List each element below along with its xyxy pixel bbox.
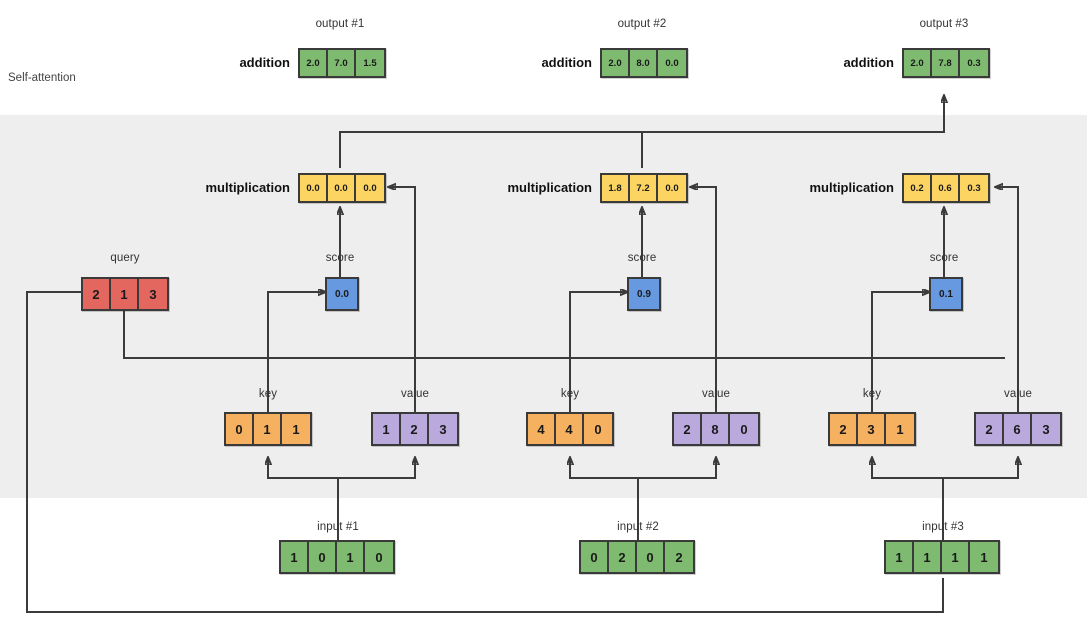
key-vector-3: 2 3 1 bbox=[828, 412, 916, 446]
output-cell: 1.5 bbox=[363, 57, 377, 69]
score-cell: 0.0 bbox=[335, 288, 349, 300]
input-cell: 0 bbox=[637, 542, 665, 572]
value-cell: 8 bbox=[702, 414, 730, 444]
score-cell: 0.9 bbox=[637, 288, 651, 300]
input-cell: 0 bbox=[309, 542, 337, 572]
input-cell: 0 bbox=[375, 549, 383, 565]
input-cell: 1 bbox=[337, 542, 365, 572]
input-cell: 1 bbox=[886, 542, 914, 572]
addition-label-3: addition bbox=[843, 55, 894, 70]
key-caption-1: key bbox=[258, 388, 278, 400]
output-cell: 7.8 bbox=[932, 50, 960, 76]
value-cell: 2 bbox=[976, 414, 1004, 444]
multiplication-cell: 0.2 bbox=[904, 175, 932, 201]
value-cell: 6 bbox=[1004, 414, 1032, 444]
multiplication-cell: 0.0 bbox=[665, 182, 679, 194]
output-cell: 2.0 bbox=[300, 50, 328, 76]
addition-label-1: addition bbox=[239, 55, 290, 70]
value-cell: 3 bbox=[1042, 421, 1050, 437]
score-vector-2: 0.9 bbox=[627, 277, 661, 311]
input-caption-3: input #3 bbox=[922, 521, 964, 533]
query-vector: 2 1 3 bbox=[81, 277, 169, 311]
score-cell: 0.1 bbox=[939, 288, 953, 300]
value-caption-2: value bbox=[702, 388, 730, 400]
input-cell: 1 bbox=[942, 542, 970, 572]
multiplication-cell: 0.0 bbox=[328, 175, 356, 201]
output-vector-3: 2.0 7.8 0.3 bbox=[902, 48, 990, 78]
key-cell: 0 bbox=[226, 414, 254, 444]
input-vector-3: 1 1 1 1 bbox=[884, 540, 1000, 574]
key-caption-3: key bbox=[862, 388, 882, 400]
query-caption: query bbox=[110, 252, 140, 264]
score-caption-1: score bbox=[325, 252, 355, 264]
multiplication-label-1: multiplication bbox=[205, 180, 291, 195]
query-cell: 2 bbox=[83, 279, 111, 309]
input-caption-2: input #2 bbox=[617, 521, 659, 533]
value-vector-1: 1 2 3 bbox=[371, 412, 459, 446]
multiplication-vector-3: 0.2 0.6 0.3 bbox=[902, 173, 990, 203]
output-cell: 7.0 bbox=[328, 50, 356, 76]
value-cell: 0 bbox=[740, 421, 748, 437]
value-caption-1: value bbox=[401, 388, 429, 400]
key-vector-1: 0 1 1 bbox=[224, 412, 312, 446]
output-cell: 0.3 bbox=[967, 57, 981, 69]
output-vector-2: 2.0 8.0 0.0 bbox=[600, 48, 688, 78]
key-cell: 4 bbox=[528, 414, 556, 444]
score-vector-1: 0.0 bbox=[325, 277, 359, 311]
output-caption-1: output #1 bbox=[315, 18, 365, 30]
input-cell: 1 bbox=[281, 542, 309, 572]
multiplication-cell: 1.8 bbox=[602, 175, 630, 201]
input-vector-1: 1 0 1 0 bbox=[279, 540, 395, 574]
value-cell: 1 bbox=[373, 414, 401, 444]
output-cell: 2.0 bbox=[602, 50, 630, 76]
input-cell: 2 bbox=[675, 549, 683, 565]
output-vector-1: 2.0 7.0 1.5 bbox=[298, 48, 386, 78]
query-cell: 1 bbox=[111, 279, 139, 309]
input-cell: 0 bbox=[581, 542, 609, 572]
multiplication-cell: 0.6 bbox=[932, 175, 960, 201]
multiplication-cell: 0.0 bbox=[300, 175, 328, 201]
value-vector-3: 2 6 3 bbox=[974, 412, 1062, 446]
input-caption-1: input #1 bbox=[317, 521, 359, 533]
value-cell: 2 bbox=[674, 414, 702, 444]
input-cell: 1 bbox=[914, 542, 942, 572]
output-caption-2: output #2 bbox=[617, 18, 667, 30]
key-cell: 1 bbox=[896, 421, 904, 437]
output-cell: 0.0 bbox=[665, 57, 679, 69]
multiplication-vector-2: 1.8 7.2 0.0 bbox=[600, 173, 688, 203]
multiplication-cell: 0.3 bbox=[967, 182, 981, 194]
key-cell: 1 bbox=[292, 421, 300, 437]
input-cell: 2 bbox=[609, 542, 637, 572]
output-caption-3: output #3 bbox=[919, 18, 969, 30]
addition-label-2: addition bbox=[541, 55, 592, 70]
score-vector-3: 0.1 bbox=[929, 277, 963, 311]
score-caption-2: score bbox=[627, 252, 657, 264]
output-cell: 2.0 bbox=[904, 50, 932, 76]
input-cell: 1 bbox=[980, 549, 988, 565]
value-vector-2: 2 8 0 bbox=[672, 412, 760, 446]
key-caption-2: key bbox=[560, 388, 580, 400]
score-caption-3: score bbox=[929, 252, 959, 264]
key-cell: 1 bbox=[254, 414, 282, 444]
input-vector-2: 0 2 0 2 bbox=[579, 540, 695, 574]
key-cell: 0 bbox=[594, 421, 602, 437]
multiplication-cell: 7.2 bbox=[630, 175, 658, 201]
multiplication-cell: 0.0 bbox=[363, 182, 377, 194]
key-cell: 4 bbox=[556, 414, 584, 444]
multiplication-vector-1: 0.0 0.0 0.0 bbox=[298, 173, 386, 203]
key-cell: 3 bbox=[858, 414, 886, 444]
multiplication-label-2: multiplication bbox=[507, 180, 593, 195]
multiplication-label-3: multiplication bbox=[809, 180, 895, 195]
key-cell: 2 bbox=[830, 414, 858, 444]
value-cell: 2 bbox=[401, 414, 429, 444]
key-vector-2: 4 4 0 bbox=[526, 412, 614, 446]
value-caption-3: value bbox=[1004, 388, 1032, 400]
output-cell: 8.0 bbox=[630, 50, 658, 76]
self-attention-label: Self-attention bbox=[8, 72, 76, 84]
value-cell: 3 bbox=[439, 421, 447, 437]
query-cell: 3 bbox=[149, 286, 157, 302]
